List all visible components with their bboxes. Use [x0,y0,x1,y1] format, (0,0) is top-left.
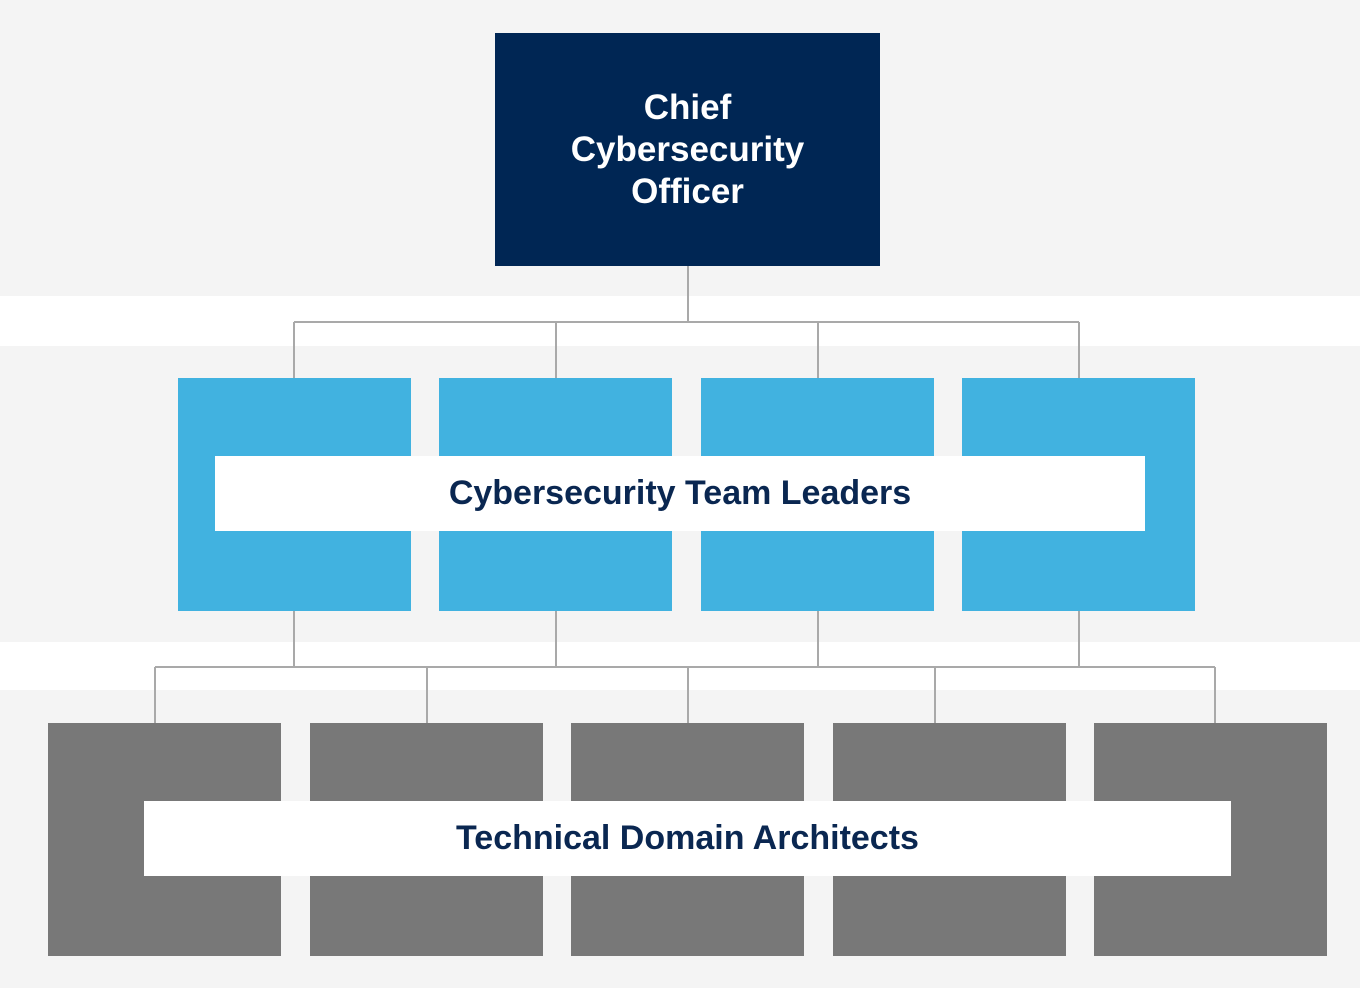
officer-box: Chief Cybersecurity Officer [495,33,880,266]
leaders-label: Cybersecurity Team Leaders [215,456,1145,531]
architects-label: Technical Domain Architects [144,801,1231,876]
officer-title: Chief Cybersecurity Officer [570,87,805,211]
